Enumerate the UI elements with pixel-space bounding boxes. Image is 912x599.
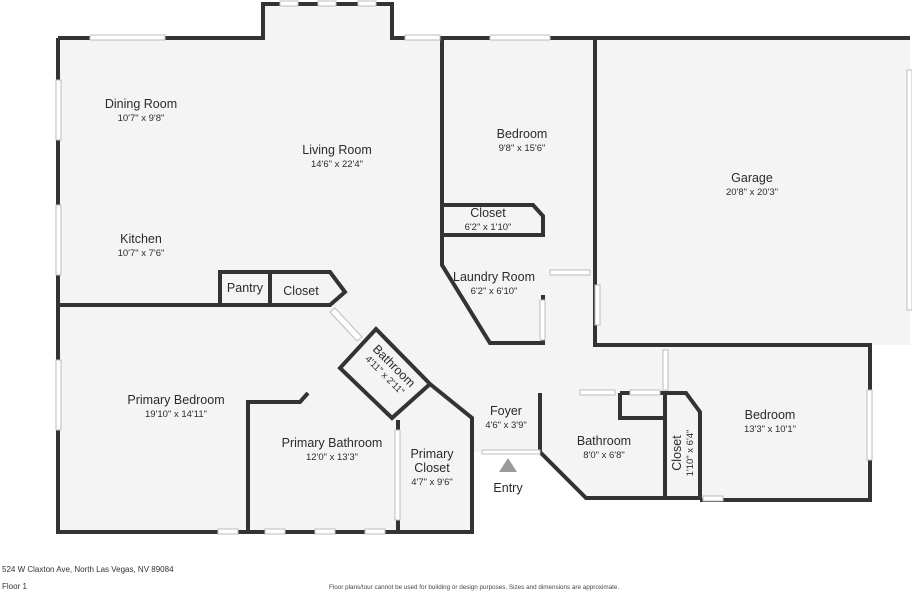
windows bbox=[55, 0, 912, 535]
bedroom-1-name: Bedroom bbox=[497, 127, 548, 141]
garage-dims: 20'8" x 20'3" bbox=[726, 187, 778, 198]
bedroom-2-closet-dims: 1'10" x 6'4" bbox=[685, 430, 696, 477]
primary-closet-dims: 4'7" x 9'6" bbox=[411, 477, 453, 488]
bedroom-2-name: Bedroom bbox=[745, 408, 796, 422]
primary-bedroom-dims: 19'10" x 14'11" bbox=[145, 409, 207, 420]
primary-closet-name-line2: Closet bbox=[414, 461, 450, 475]
primary-closet-name-line1: Primary bbox=[410, 447, 454, 461]
bathroom-2-name: Bathroom bbox=[577, 434, 631, 448]
laundry-room-dims: 6'2" x 6'10" bbox=[471, 286, 518, 297]
entry-arrow-icon bbox=[499, 458, 517, 472]
floor-label: Floor 1 bbox=[2, 582, 27, 591]
bedroom-1-closet-dims: 6'2" x 1'10" bbox=[465, 222, 512, 233]
primary-bathroom-dims: 12'0" x 13'3" bbox=[306, 452, 358, 463]
kitchen-closet-name: Closet bbox=[283, 284, 319, 298]
laundry-room-name: Laundry Room bbox=[453, 270, 535, 284]
bedroom-1-dims: 9'8" x 15'6" bbox=[499, 143, 546, 154]
living-room-dims: 14'6" x 22'4" bbox=[311, 159, 363, 170]
bedroom-1-closet-name: Closet bbox=[470, 206, 506, 220]
kitchen-name: Kitchen bbox=[120, 232, 162, 246]
garage-name: Garage bbox=[731, 171, 773, 185]
entry-label: Entry bbox=[493, 481, 523, 495]
pantry-name: Pantry bbox=[227, 281, 264, 295]
property-address: 524 W Claxton Ave, North Las Vegas, NV 8… bbox=[2, 565, 174, 574]
dining-room-dims: 10'7" x 9'8" bbox=[118, 113, 165, 124]
living-room-name: Living Room bbox=[302, 143, 371, 157]
kitchen-dims: 10'7" x 7'6" bbox=[118, 248, 165, 259]
bedroom-2-dims: 13'3" x 10'1" bbox=[744, 424, 796, 435]
foyer-name: Foyer bbox=[490, 404, 522, 418]
disclaimer-text: Floor plans/tour cannot be used for buil… bbox=[329, 584, 620, 591]
foyer-dims: 4'6" x 3'9" bbox=[485, 420, 527, 431]
bedroom-2-closet-name: Closet bbox=[670, 435, 684, 471]
bathroom-2-dims: 8'0" x 6'8" bbox=[583, 450, 625, 461]
primary-bathroom-name: Primary Bathroom bbox=[282, 436, 383, 450]
room-labels: Dining Room 10'7" x 9'8" Living Room 14'… bbox=[105, 97, 796, 495]
dining-room-name: Dining Room bbox=[105, 97, 177, 111]
primary-bedroom-name: Primary Bedroom bbox=[127, 393, 224, 407]
